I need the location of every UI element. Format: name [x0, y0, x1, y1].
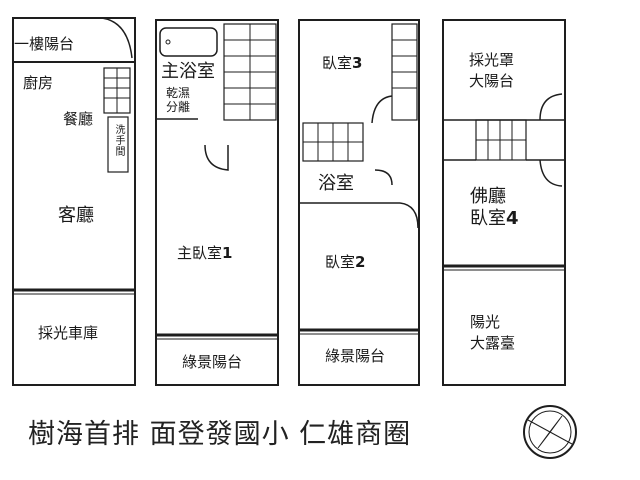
floor1-living-label: 客廳 [58, 205, 94, 226]
compass-icon [523, 405, 577, 459]
floor4-terrace-line1: 陽光 [470, 313, 501, 331]
floor2-dry-wet-label: 乾濕分離 [166, 86, 191, 114]
floor3-bedroom-b-label: 臥室2 [325, 253, 366, 271]
floor2-balcony-label: 綠景陽台 [182, 353, 243, 371]
floor2-bedroom-label: 主臥室1 [177, 244, 233, 262]
floor2-bathroom-label: 主浴室 [161, 61, 215, 82]
floor-2 [155, 19, 279, 386]
floor4-terrace-line2: 大露臺 [470, 334, 516, 352]
floor1-washroom-label: 洗手間 [113, 124, 124, 157]
floor3-balcony-label: 綠景陽台 [325, 347, 386, 365]
floor4-balcony-line2: 大陽台 [469, 72, 515, 90]
floor4-bedroom-label: 臥室4 [470, 208, 519, 229]
floor1-kitchen-label: 廚房 [23, 74, 54, 92]
floor1-balcony-label: 一樓陽台 [14, 35, 75, 53]
floor-4 [442, 19, 566, 386]
floor3-bedroom-a-label: 臥室3 [322, 54, 363, 72]
floor-3 [298, 19, 420, 386]
floor3-bathroom-label: 浴室 [318, 173, 354, 194]
caption-text: 樹海首排 面登發國小 仁雄商圈 [28, 419, 412, 450]
floor-1 [12, 17, 136, 386]
floor4-shrine-label: 佛廳 [470, 186, 506, 207]
floor1-garage-label: 採光車庫 [38, 324, 99, 342]
floor4-balcony-line1: 採光罩 [469, 51, 515, 69]
floor1-dining-label: 餐廳 [63, 110, 94, 128]
